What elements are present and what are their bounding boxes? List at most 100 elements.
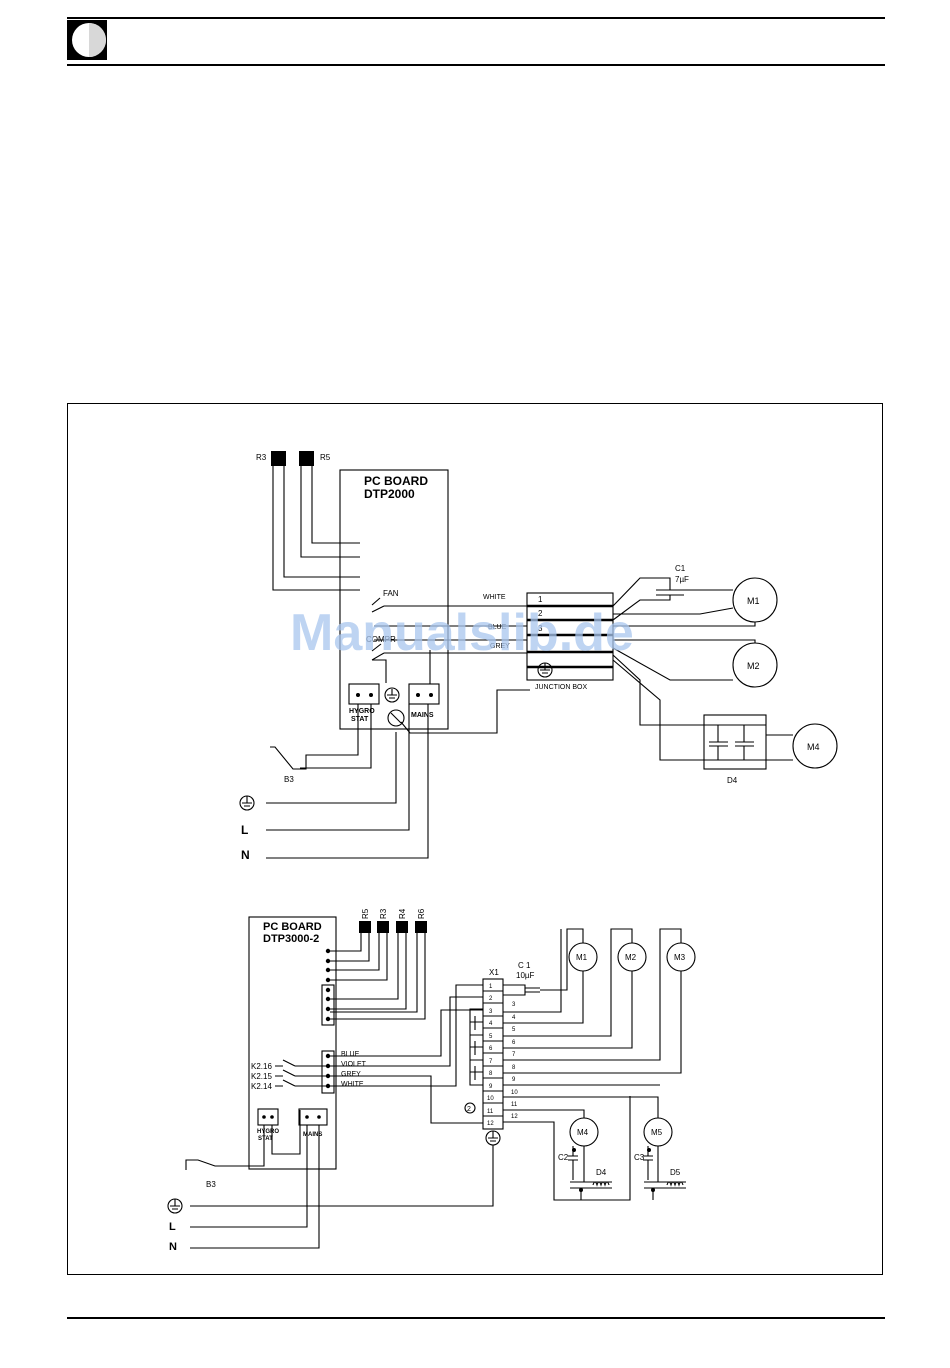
resistor-r3-label: R3 [379, 908, 388, 919]
svg-text:5: 5 [512, 1027, 516, 1033]
bottom-wiring-diagram: PC BOARD DTP3000-2 R5 R3 R4 R6 K2.16 K2.… [167, 908, 696, 1253]
svg-text:12: 12 [511, 1114, 518, 1120]
motor2-m5-label: M5 [651, 1128, 663, 1137]
marker-2-icon [464, 1102, 476, 1114]
svg-text:6: 6 [512, 1040, 516, 1046]
mains-label: MAINS [411, 712, 434, 719]
relay-k216-label: K2.16 [251, 1062, 272, 1071]
svg-text:10: 10 [511, 1090, 518, 1096]
resistor-r3-label: R3 [256, 453, 267, 462]
cap-c1-value: 7µF [675, 575, 689, 584]
wire-grey-label: GREY [490, 643, 510, 650]
board-title-line2: DTP2000 [364, 487, 415, 501]
screw-terminal-icon [387, 709, 405, 727]
terminal-strip-numbers: 1 2 3 4 5 6 7 8 9 10 11 12 3 4 5 6 7 8 9… [483, 984, 518, 1127]
resistor-r6-icon [415, 921, 427, 933]
wire-white-label: WHITE [483, 594, 506, 601]
resistor-r5-label: R5 [320, 453, 331, 462]
resistor-r3-icon [271, 451, 286, 466]
hygrostat-label-2: STAT [351, 716, 369, 723]
relay-k215-label: K2.15 [251, 1072, 272, 1081]
header-top-rule [67, 17, 885, 19]
heater-d5-label: D5 [670, 1168, 681, 1177]
resistor-r3-icon [377, 921, 389, 933]
svg-text:7: 7 [489, 1059, 493, 1065]
svg-text:3: 3 [512, 1002, 516, 1008]
svg-text:1: 1 [489, 984, 493, 990]
hygrostat-connector [348, 683, 380, 705]
board2-title-line1: PC BOARD [263, 921, 322, 933]
resistor-r6-label: R6 [417, 908, 426, 919]
svg-text:9: 9 [512, 1077, 516, 1083]
hygrostat-label-1: HYGRO [349, 708, 375, 715]
wire-white-label: WHITE [341, 1081, 364, 1088]
header-bottom-rule [67, 64, 885, 66]
mains2-connector [298, 1108, 328, 1126]
diagram-frame [67, 403, 883, 1275]
supply2-n-label: N [169, 1241, 177, 1253]
terminal-strip-x1 [482, 978, 504, 1130]
jb-terminal-2: 2 [538, 609, 543, 618]
resistor-r5-label: R5 [361, 908, 370, 919]
motor2-m2-label: M2 [625, 953, 637, 962]
pc-board-dtp3000 [248, 916, 337, 1170]
capacitor-box-d4 [703, 714, 767, 770]
marker-2-label: 2 [467, 1106, 471, 1113]
switch2-b3-label: B3 [206, 1180, 216, 1189]
strip-x1-label: X1 [489, 968, 499, 977]
supply2-l-label: L [169, 1221, 176, 1233]
supply2-ground-icon [167, 1198, 183, 1214]
supply-n-label: N [241, 848, 250, 862]
motor2-m1-label: M1 [576, 953, 588, 962]
board2-title-line2: DTP3000-2 [263, 933, 319, 945]
resistor-r5-icon [359, 921, 371, 933]
cap-c1-name: C1 [675, 564, 686, 573]
watermark-text: Manualslib.de [290, 604, 634, 662]
motor-m1-label: M1 [747, 596, 760, 606]
cap2-c1-value: 10µF [516, 971, 535, 980]
mains2-label: MAINS [303, 1132, 322, 1138]
junction-box [526, 592, 614, 681]
resistor-r4-label: R4 [398, 908, 407, 919]
svg-text:12: 12 [487, 1121, 494, 1127]
motor-m4-label: M4 [807, 742, 820, 752]
strip-ground-icon [485, 1130, 501, 1146]
svg-text:9: 9 [489, 1084, 493, 1090]
motor2-m4-label: M4 [577, 1128, 589, 1137]
junction-box-label: JUNCTION BOX [535, 684, 587, 691]
cap2-c1-name: C 1 [518, 961, 531, 970]
jb-terminal-1: 1 [538, 595, 543, 604]
wire-blue-label: BLUE [341, 1051, 360, 1058]
supply-ground-icon [239, 795, 255, 811]
svg-text:7: 7 [512, 1052, 516, 1058]
svg-text:5: 5 [489, 1034, 493, 1040]
motor2-m3-label: M3 [674, 953, 686, 962]
svg-text:2: 2 [489, 996, 493, 1002]
motor-m4-icon [792, 723, 838, 769]
svg-text:8: 8 [489, 1071, 493, 1077]
board-title-line1: PC BOARD [364, 474, 428, 488]
switch-b3-label: B3 [284, 775, 294, 784]
svg-text:4: 4 [512, 1015, 516, 1021]
mains-connector [408, 683, 440, 705]
cap-c2-label: C2 [558, 1153, 569, 1162]
jb-terminal-3: 3 [538, 624, 543, 633]
svg-text:3: 3 [489, 1009, 493, 1015]
hygrostat2-label-2: STAT [258, 1136, 273, 1142]
heater-d4-label: D4 [596, 1168, 607, 1177]
hygrostat2-connector [257, 1108, 279, 1126]
resistor-r4-icon [396, 921, 408, 933]
svg-text:11: 11 [487, 1109, 494, 1115]
jb-ground-icon [537, 662, 553, 678]
svg-text:10: 10 [487, 1096, 494, 1102]
wire-blue-label: BLUE [488, 624, 507, 631]
wire-violet-label: VIOLET [341, 1061, 367, 1068]
svg-text:6: 6 [489, 1046, 493, 1052]
board-ground-icon [384, 687, 400, 703]
hygrostat2-label-1: HYGRO [257, 1129, 279, 1135]
pc-board-dtp2000 [339, 469, 449, 730]
top-wiring-diagram: R3 R5 PC BOARD DTP2000 FAN COMPR HYGRO S… [239, 451, 838, 862]
svg-text:8: 8 [512, 1065, 516, 1071]
svg-text:11: 11 [511, 1102, 518, 1108]
